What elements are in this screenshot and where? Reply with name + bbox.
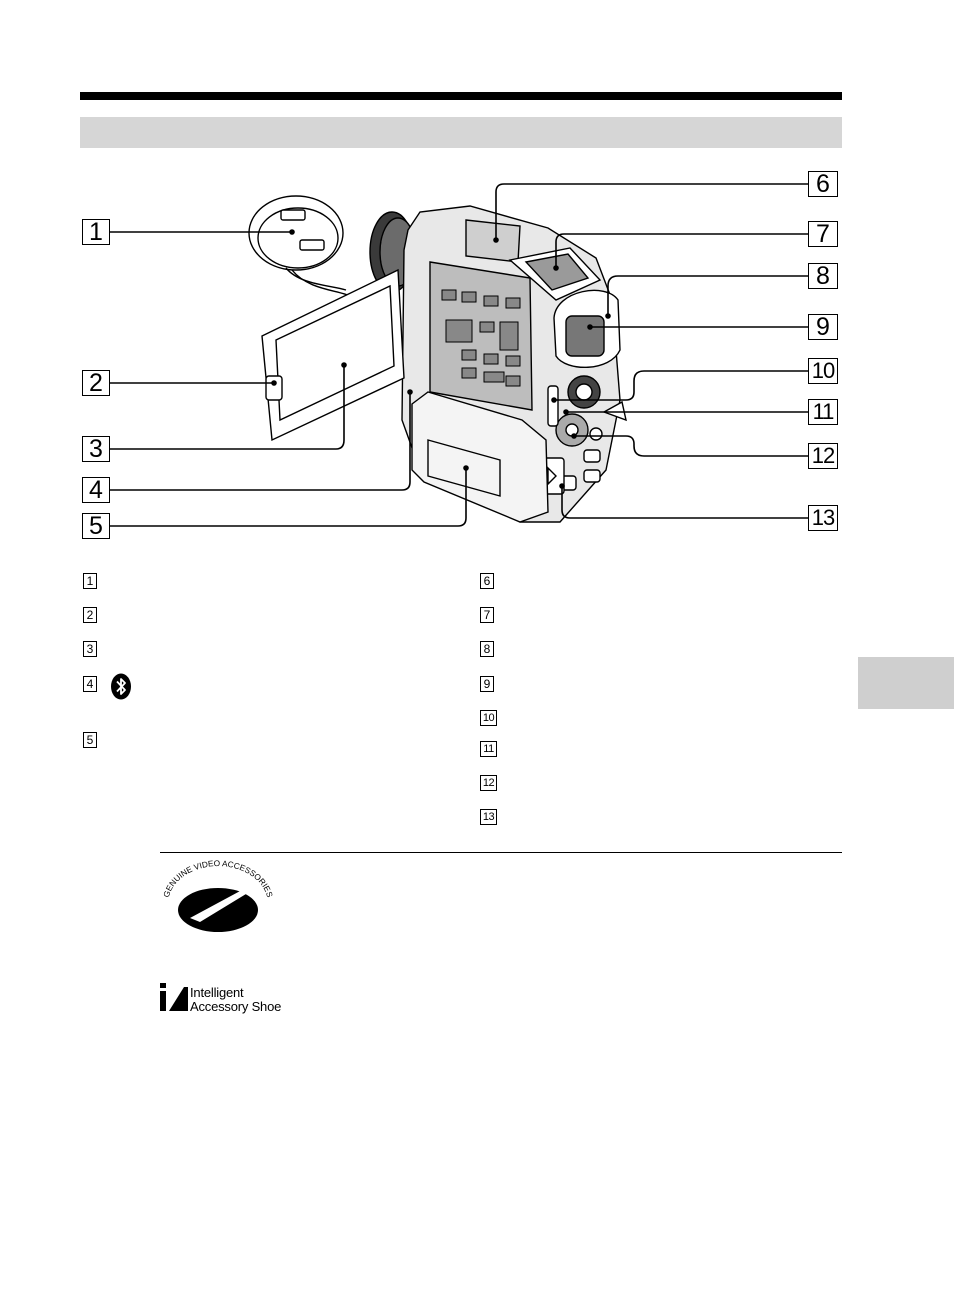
callout-8: 8 (808, 263, 838, 289)
list-number-7: 7 (480, 607, 494, 623)
callout-10: 10 (808, 358, 838, 384)
lcd-panel-drawing (261, 268, 405, 442)
ia-line-2: Accessory Shoe (190, 999, 282, 1014)
callout-4: 4 (82, 477, 110, 503)
side-tab (858, 657, 954, 709)
list-number-5: 5 (83, 732, 97, 748)
bluetooth-icon (111, 673, 131, 700)
callout-6: 6 (808, 171, 838, 197)
callout-11: 11 (808, 399, 838, 425)
list-number-3: 3 (83, 641, 97, 657)
callout-2: 2 (82, 370, 110, 396)
callout-9: 9 (808, 314, 838, 340)
callout-12: 12 (808, 443, 838, 469)
list-number-12: 12 (480, 775, 497, 791)
battery-drawing (411, 391, 549, 523)
callout-13: 13 (808, 505, 838, 531)
genuine-video-accessories-logo: GENUINE VIDEO ACCESSORIES (162, 860, 274, 932)
list-number-1: 1 (83, 573, 97, 589)
top-rule (80, 92, 842, 100)
intelligent-accessory-shoe-icon (160, 983, 188, 1011)
list-number-9: 9 (480, 676, 494, 692)
lens-cap-drawing (248, 195, 351, 297)
ia-line-1: Intelligent (190, 985, 244, 1000)
list-number-4: 4 (83, 676, 97, 692)
callout-3: 3 (82, 436, 110, 462)
camcorder-illustration (110, 183, 808, 527)
list-number-8: 8 (480, 641, 494, 657)
list-number-10: 10 (480, 710, 497, 726)
section-header-bar (80, 117, 842, 148)
section-divider (160, 852, 842, 853)
list-number-2: 2 (83, 607, 97, 623)
list-number-6: 6 (480, 573, 494, 589)
callout-1: 1 (82, 219, 110, 245)
list-number-11: 11 (480, 741, 497, 757)
intelligent-accessory-shoe-label: Intelligent Accessory Shoe (190, 986, 281, 1014)
list-number-13: 13 (480, 809, 497, 825)
callout-5: 5 (82, 513, 110, 539)
leader-lines (110, 183, 808, 527)
callout-7: 7 (808, 221, 838, 247)
